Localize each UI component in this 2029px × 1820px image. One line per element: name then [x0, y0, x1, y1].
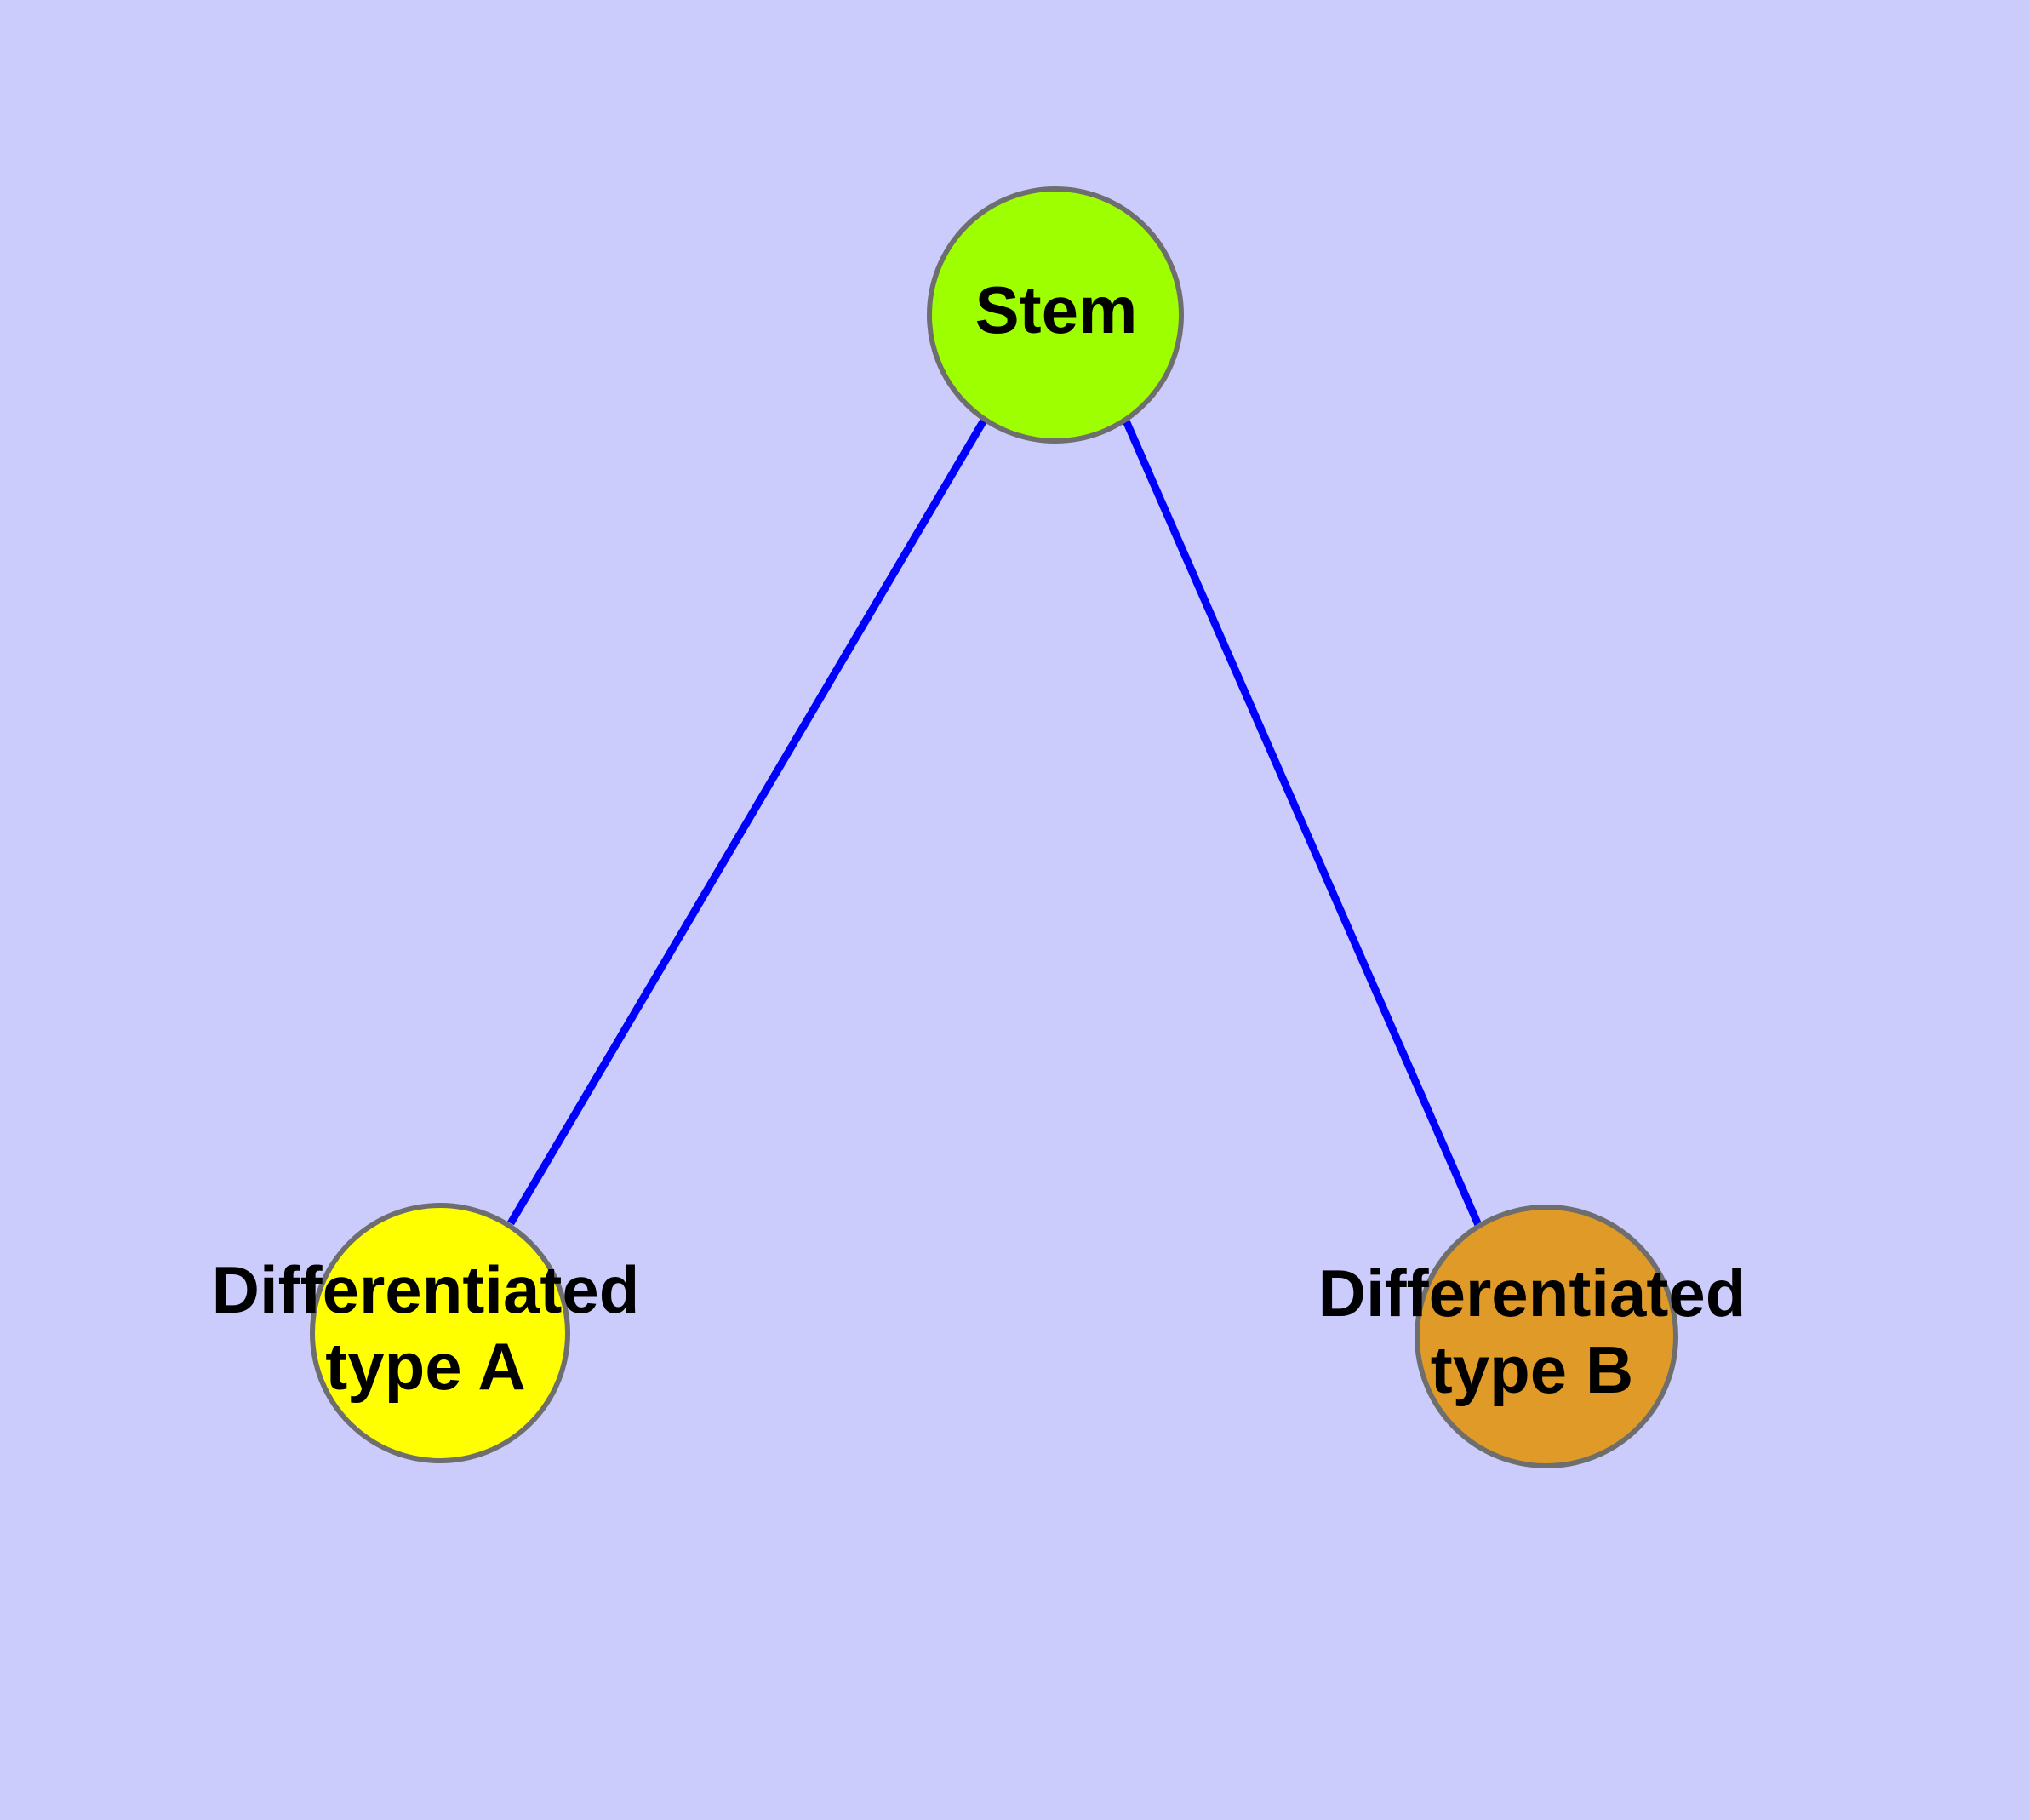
label-line: Differentiated [212, 1252, 640, 1327]
node-differentiated-type-b[interactable] [1415, 1205, 1678, 1468]
node-stem[interactable] [927, 186, 1184, 444]
node-differentiated-type-a[interactable] [310, 1203, 570, 1463]
node-stem-circle[interactable] [927, 186, 1184, 444]
node-layer [310, 186, 1678, 1468]
node-differentiated-type-b-circle[interactable] [1415, 1205, 1678, 1468]
label-line: Stem [975, 272, 1138, 347]
node-differentiated-type-a-circle[interactable] [310, 1203, 570, 1463]
edge-stem-to-differentiated-type-b [1121, 417, 1483, 1227]
label-line: Differentiated [1318, 1256, 1746, 1331]
edge-stem-to-differentiated-type-a [507, 416, 988, 1226]
label-line: type A [325, 1329, 526, 1404]
node-stem-label: Stem [975, 272, 1138, 347]
label-line: type B [1431, 1332, 1633, 1407]
edge-layer [507, 416, 1483, 1227]
